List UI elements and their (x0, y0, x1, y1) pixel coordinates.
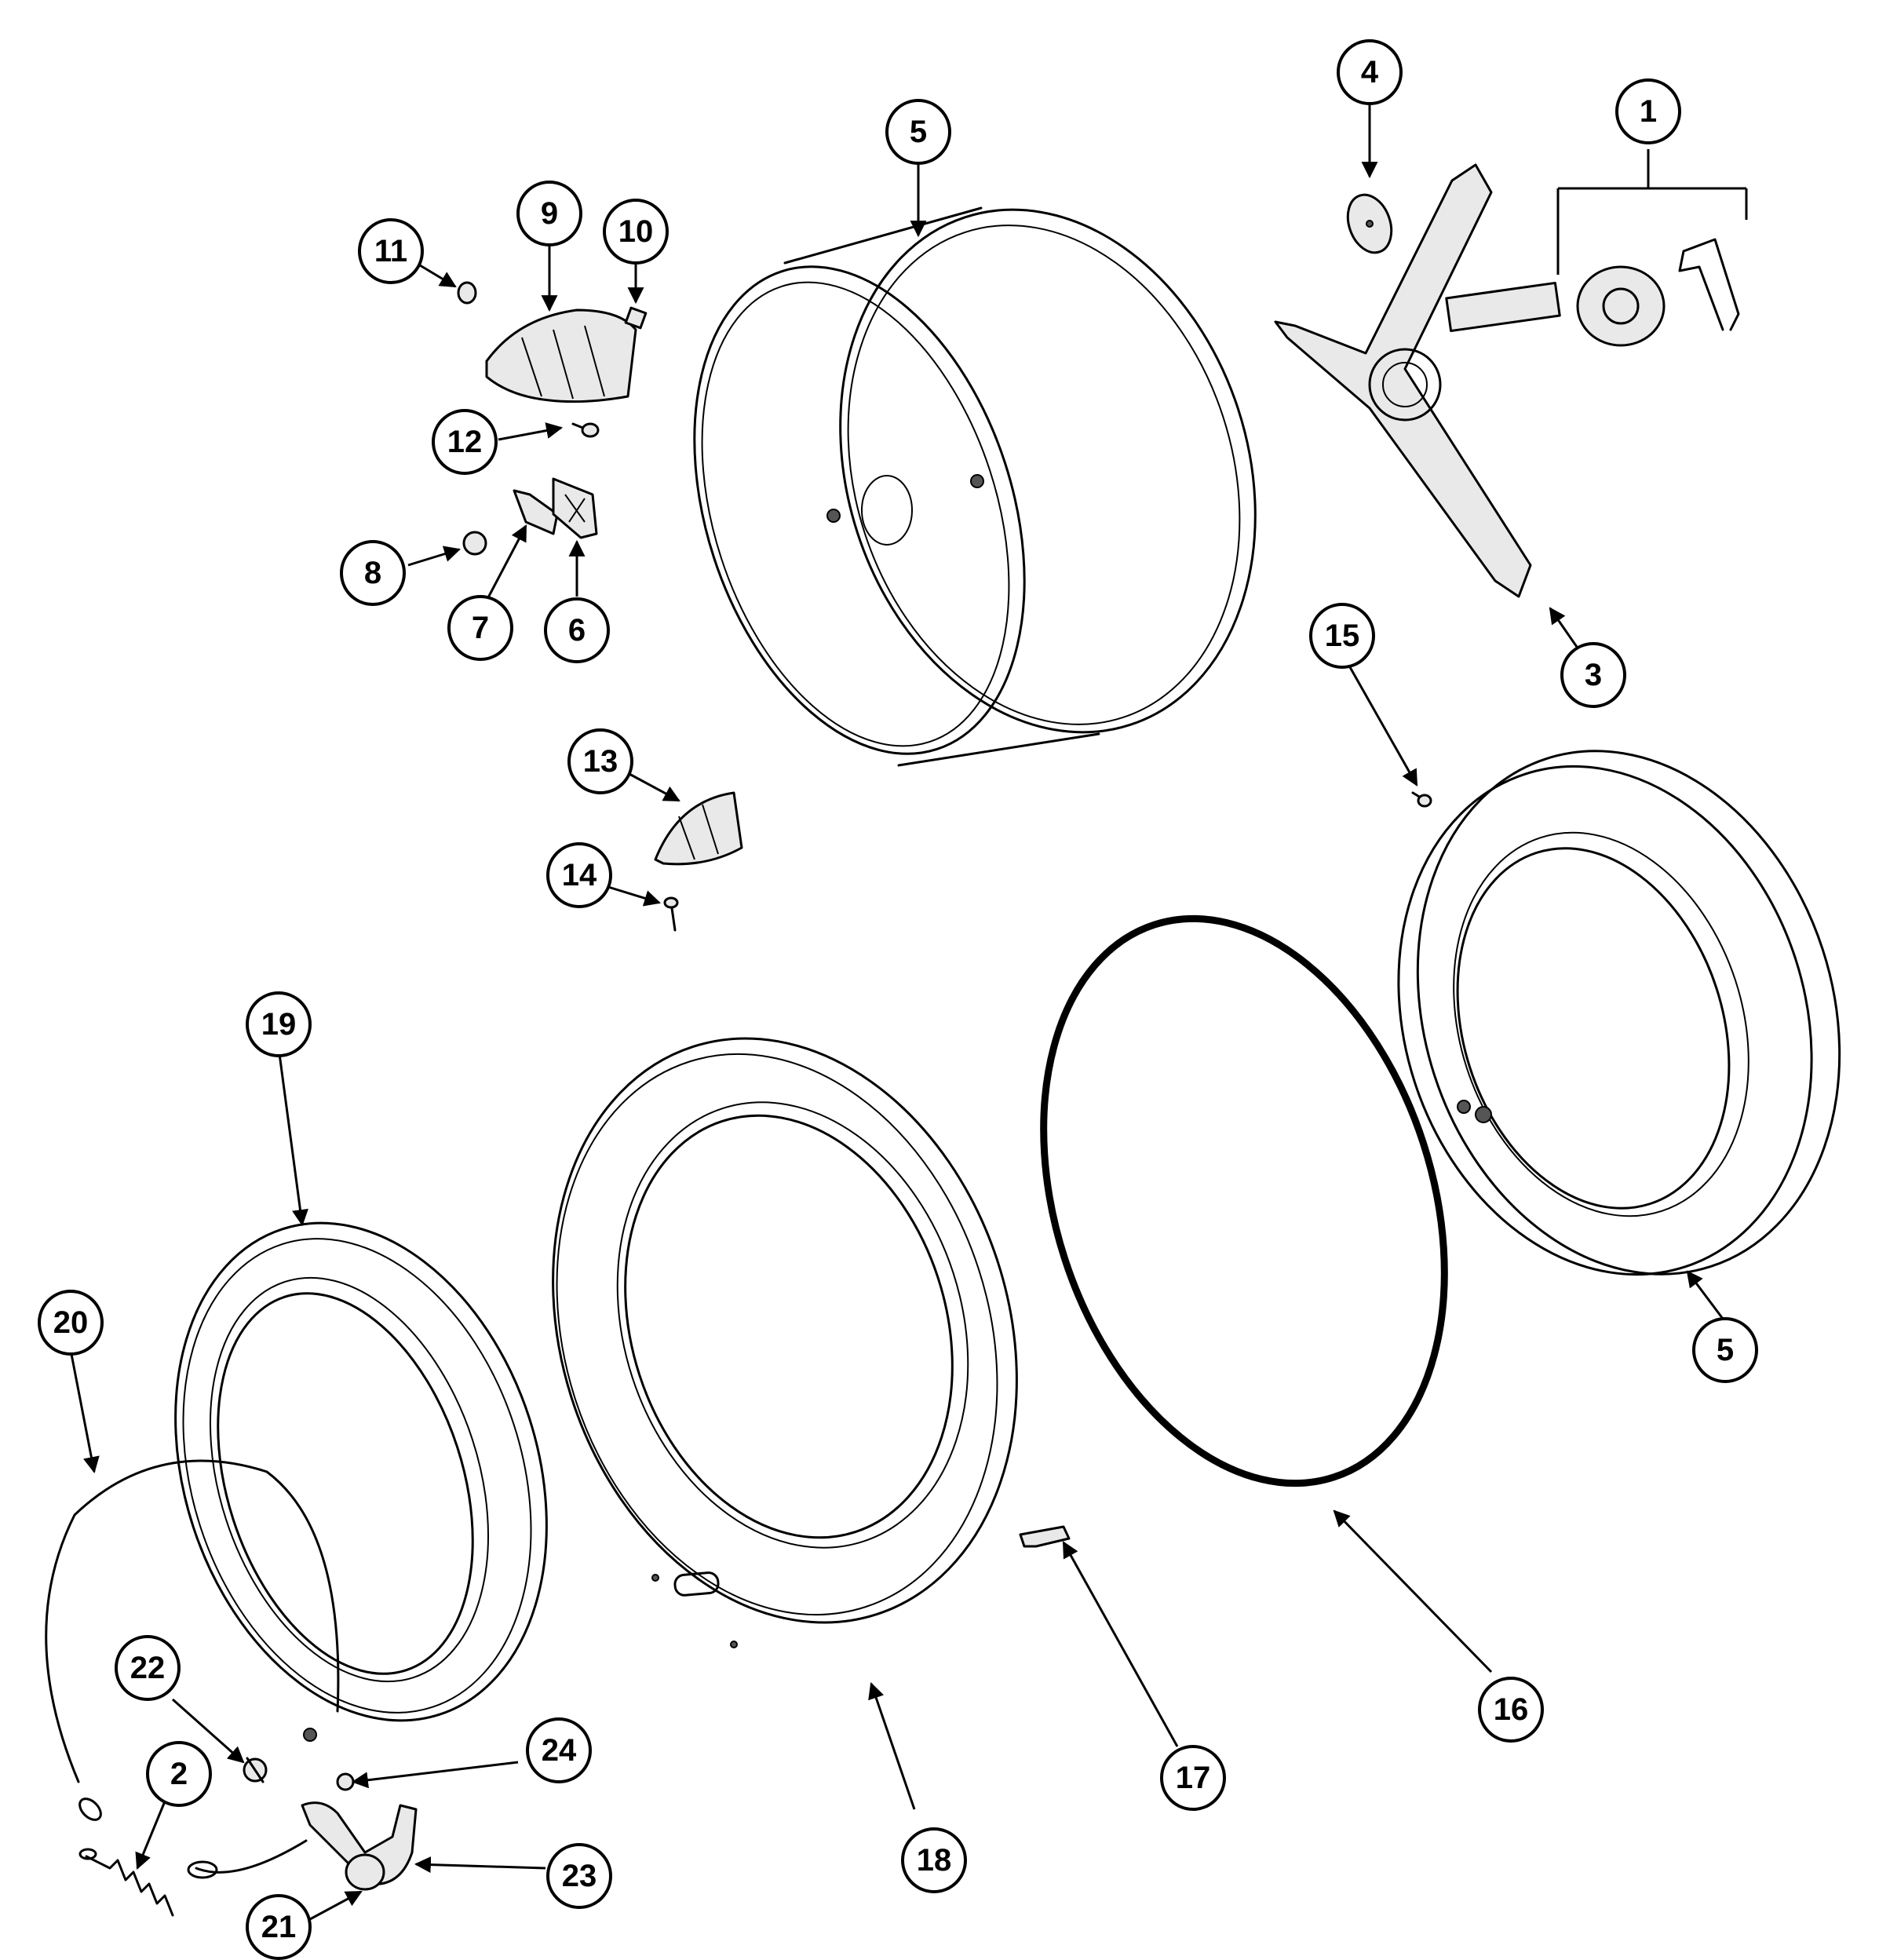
callout-label: 8 (364, 556, 381, 590)
callout-7: 7 (447, 595, 513, 661)
callout-label: 12 (447, 425, 483, 459)
screw-15 (1411, 791, 1432, 808)
callout-label: 5 (910, 115, 927, 149)
callout-label: 1 (1640, 94, 1657, 129)
tub-cylinder (693, 206, 1257, 767)
callout-18: 18 (901, 1827, 967, 1893)
drum-spider (1274, 163, 1561, 598)
callout-label: 13 (583, 744, 618, 779)
callout-label: 3 (1585, 658, 1602, 692)
callout-label: 5 (1717, 1333, 1734, 1367)
leader-7 (485, 524, 527, 601)
leader-21 (309, 1890, 363, 1921)
drain-hose-elbow (187, 1801, 418, 1891)
door-boot-seal (174, 1221, 548, 1742)
callout-label: 9 (541, 196, 558, 231)
tub-gasket (1040, 914, 1448, 1487)
callout-20: 20 (38, 1290, 104, 1356)
leader-22 (172, 1698, 245, 1764)
leader-13 (627, 772, 680, 802)
leader-18 (868, 1682, 916, 1810)
callout-label: 6 (568, 613, 586, 648)
callout-6: 6 (544, 597, 610, 663)
callout-label: 18 (917, 1843, 952, 1878)
callout-21: 21 (246, 1894, 312, 1960)
tub-front-ring (1397, 750, 1841, 1276)
callout-22: 22 (115, 1635, 181, 1701)
leader-16 (1333, 1509, 1493, 1673)
nut-11 (457, 281, 477, 305)
baffle-clip-10 (624, 306, 648, 330)
callout-label: 4 (1361, 55, 1379, 89)
callout-3: 3 (1560, 642, 1626, 708)
callout-4: 4 (1337, 39, 1403, 105)
callout-15: 15 (1309, 603, 1375, 669)
callout-label: 7 (472, 611, 489, 645)
baffle-upper (485, 308, 637, 403)
callout-label: 19 (261, 1007, 297, 1042)
callout-23: 23 (546, 1843, 612, 1909)
callout-label: 21 (261, 1910, 297, 1944)
callout-24: 24 (526, 1717, 592, 1783)
leader-11 (419, 264, 457, 288)
callout-label: 2 (170, 1757, 188, 1791)
callout-label: 24 (542, 1733, 577, 1768)
callout-label: 22 (130, 1651, 166, 1685)
callout-11: 11 (358, 218, 424, 284)
weight-6 (552, 477, 598, 539)
leader-1 (1556, 149, 1748, 275)
nut-8 (462, 531, 487, 556)
callout-8: 8 (340, 540, 406, 606)
bearing-kit (1576, 238, 1740, 347)
callout-5-upper: 5 (885, 99, 951, 165)
leader-lines (69, 94, 1748, 1921)
callout-label: 23 (562, 1859, 597, 1893)
callout-label: 14 (562, 858, 597, 892)
baffle-lower (654, 791, 743, 866)
clip-17 (1019, 1525, 1071, 1548)
callout-5-lower: 5 (1692, 1317, 1758, 1383)
screw-12 (571, 422, 600, 438)
callout-label: 17 (1176, 1761, 1211, 1795)
callout-label: 10 (618, 214, 654, 249)
callout-16: 16 (1478, 1677, 1544, 1743)
tub-front-cover (552, 1037, 1018, 1648)
leader-23 (414, 1856, 546, 1874)
clamp-spring (78, 1848, 174, 1917)
hub-washer (1346, 193, 1393, 254)
callout-2: 2 (146, 1741, 212, 1807)
leader-17 (1062, 1541, 1179, 1747)
leader-14 (607, 885, 662, 907)
leader-24 (351, 1761, 519, 1789)
leader-15 (1348, 666, 1418, 787)
callout-label: 15 (1325, 619, 1360, 653)
callout-12: 12 (432, 409, 498, 475)
callout-17: 17 (1160, 1745, 1226, 1811)
leader-5b (1686, 1270, 1724, 1319)
leader-12 (498, 422, 564, 441)
callout-10: 10 (603, 199, 669, 265)
hose-clamp-24 (336, 1772, 355, 1791)
callout-13: 13 (567, 728, 633, 794)
leader-2 (135, 1801, 166, 1870)
leader-8 (407, 546, 462, 567)
callout-14: 14 (546, 842, 612, 908)
weight-plate-7 (513, 489, 559, 535)
leader-19 (277, 1047, 308, 1227)
callout-label: 20 (53, 1305, 89, 1340)
callout-1: 1 (1615, 78, 1681, 144)
boot-clamp-wire (45, 1459, 340, 1821)
callout-9: 9 (516, 181, 582, 246)
callout-19: 19 (246, 991, 312, 1057)
screw-14 (663, 896, 679, 932)
leader-20 (69, 1349, 100, 1474)
callout-label: 16 (1494, 1692, 1529, 1727)
hose-clamp-22 (243, 1757, 268, 1783)
callout-label: 11 (374, 234, 407, 268)
